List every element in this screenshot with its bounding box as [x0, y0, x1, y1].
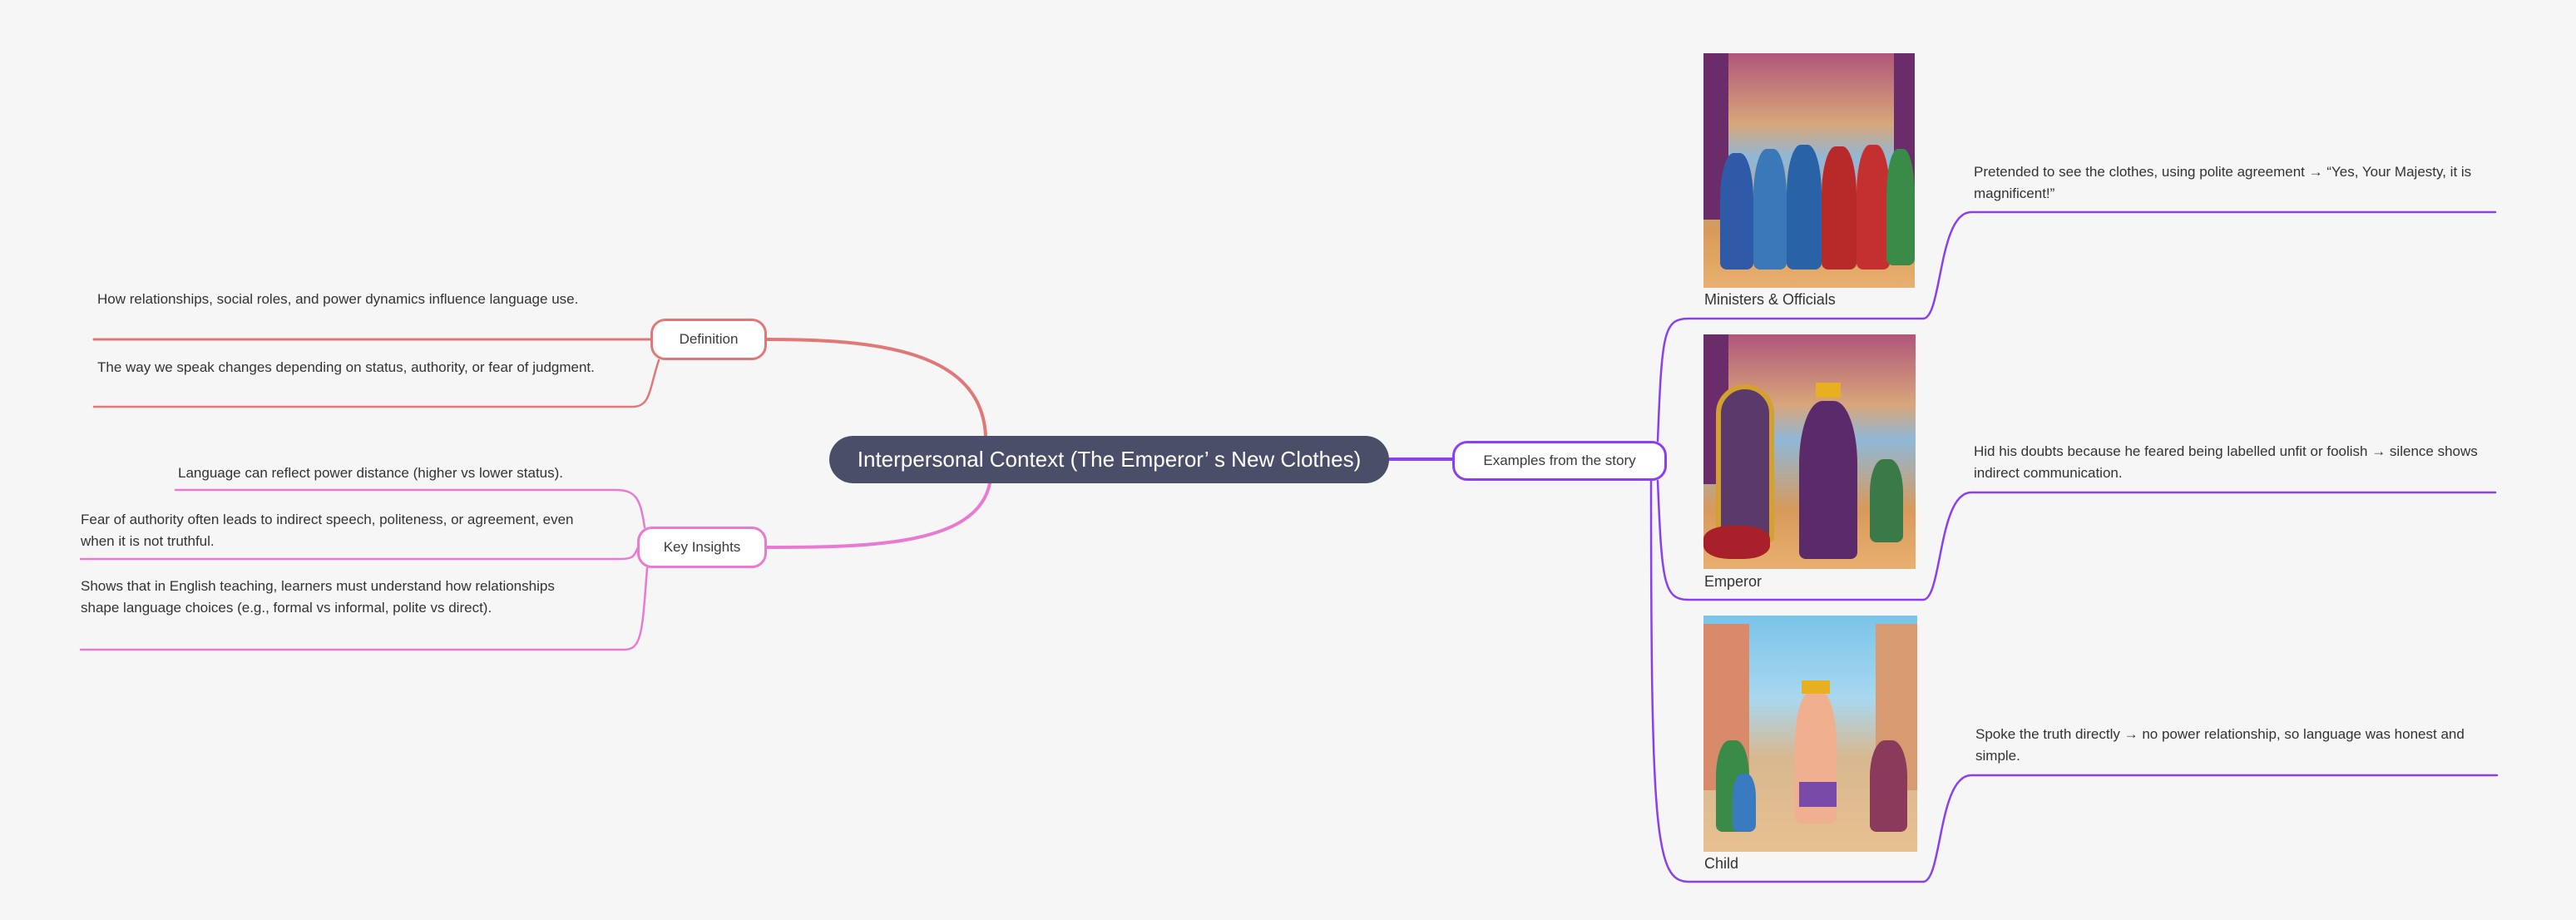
link-ki-3	[79, 566, 649, 651]
link-note-2	[1921, 491, 2497, 601]
ministers-caption: Ministers & Officials	[1704, 291, 1836, 308]
key-insights-node[interactable]: Key Insights	[637, 527, 767, 568]
emperor-caption: Emperor	[1704, 573, 1763, 590]
key-insight-item[interactable]: Shows that in English teaching, learners…	[81, 578, 555, 616]
emperor-illustration	[1703, 334, 1916, 569]
emperor-note[interactable]: Hid his doubts because he feared being l…	[1974, 443, 2478, 481]
central-topic[interactable]: Interpersonal Context (The Emperor’ s Ne…	[829, 436, 1389, 483]
child-caption: Child	[1704, 855, 1739, 872]
link-ki-1	[174, 488, 646, 529]
definition-item[interactable]: The way we speak changes depending on st…	[97, 359, 595, 375]
definition-node[interactable]: Definition	[650, 319, 767, 360]
link-ex-1	[1656, 317, 1925, 443]
link-def-2	[92, 359, 660, 408]
link-definition	[765, 338, 987, 438]
link-ex-3	[1649, 479, 1925, 883]
child-illustration	[1703, 616, 1917, 852]
link-note-3	[1921, 774, 2499, 883]
link-ki-2	[79, 546, 640, 561]
link-note-1	[1921, 210, 2497, 320]
ministers-illustration	[1703, 53, 1915, 288]
key-insight-item[interactable]: Language can reflect power distance (hig…	[178, 465, 564, 481]
examples-node[interactable]: Examples from the story	[1452, 441, 1667, 481]
child-note[interactable]: Spoke the truth directly → no power rela…	[1975, 726, 2465, 764]
link-key-insights	[765, 482, 991, 549]
link-ex-2	[1656, 479, 1925, 601]
key-insight-item[interactable]: Fear of authority often leads to indirec…	[81, 512, 574, 549]
ministers-note[interactable]: Pretended to see the clothes, using poli…	[1974, 164, 2472, 201]
definition-item[interactable]: How relationships, social roles, and pow…	[97, 291, 579, 307]
